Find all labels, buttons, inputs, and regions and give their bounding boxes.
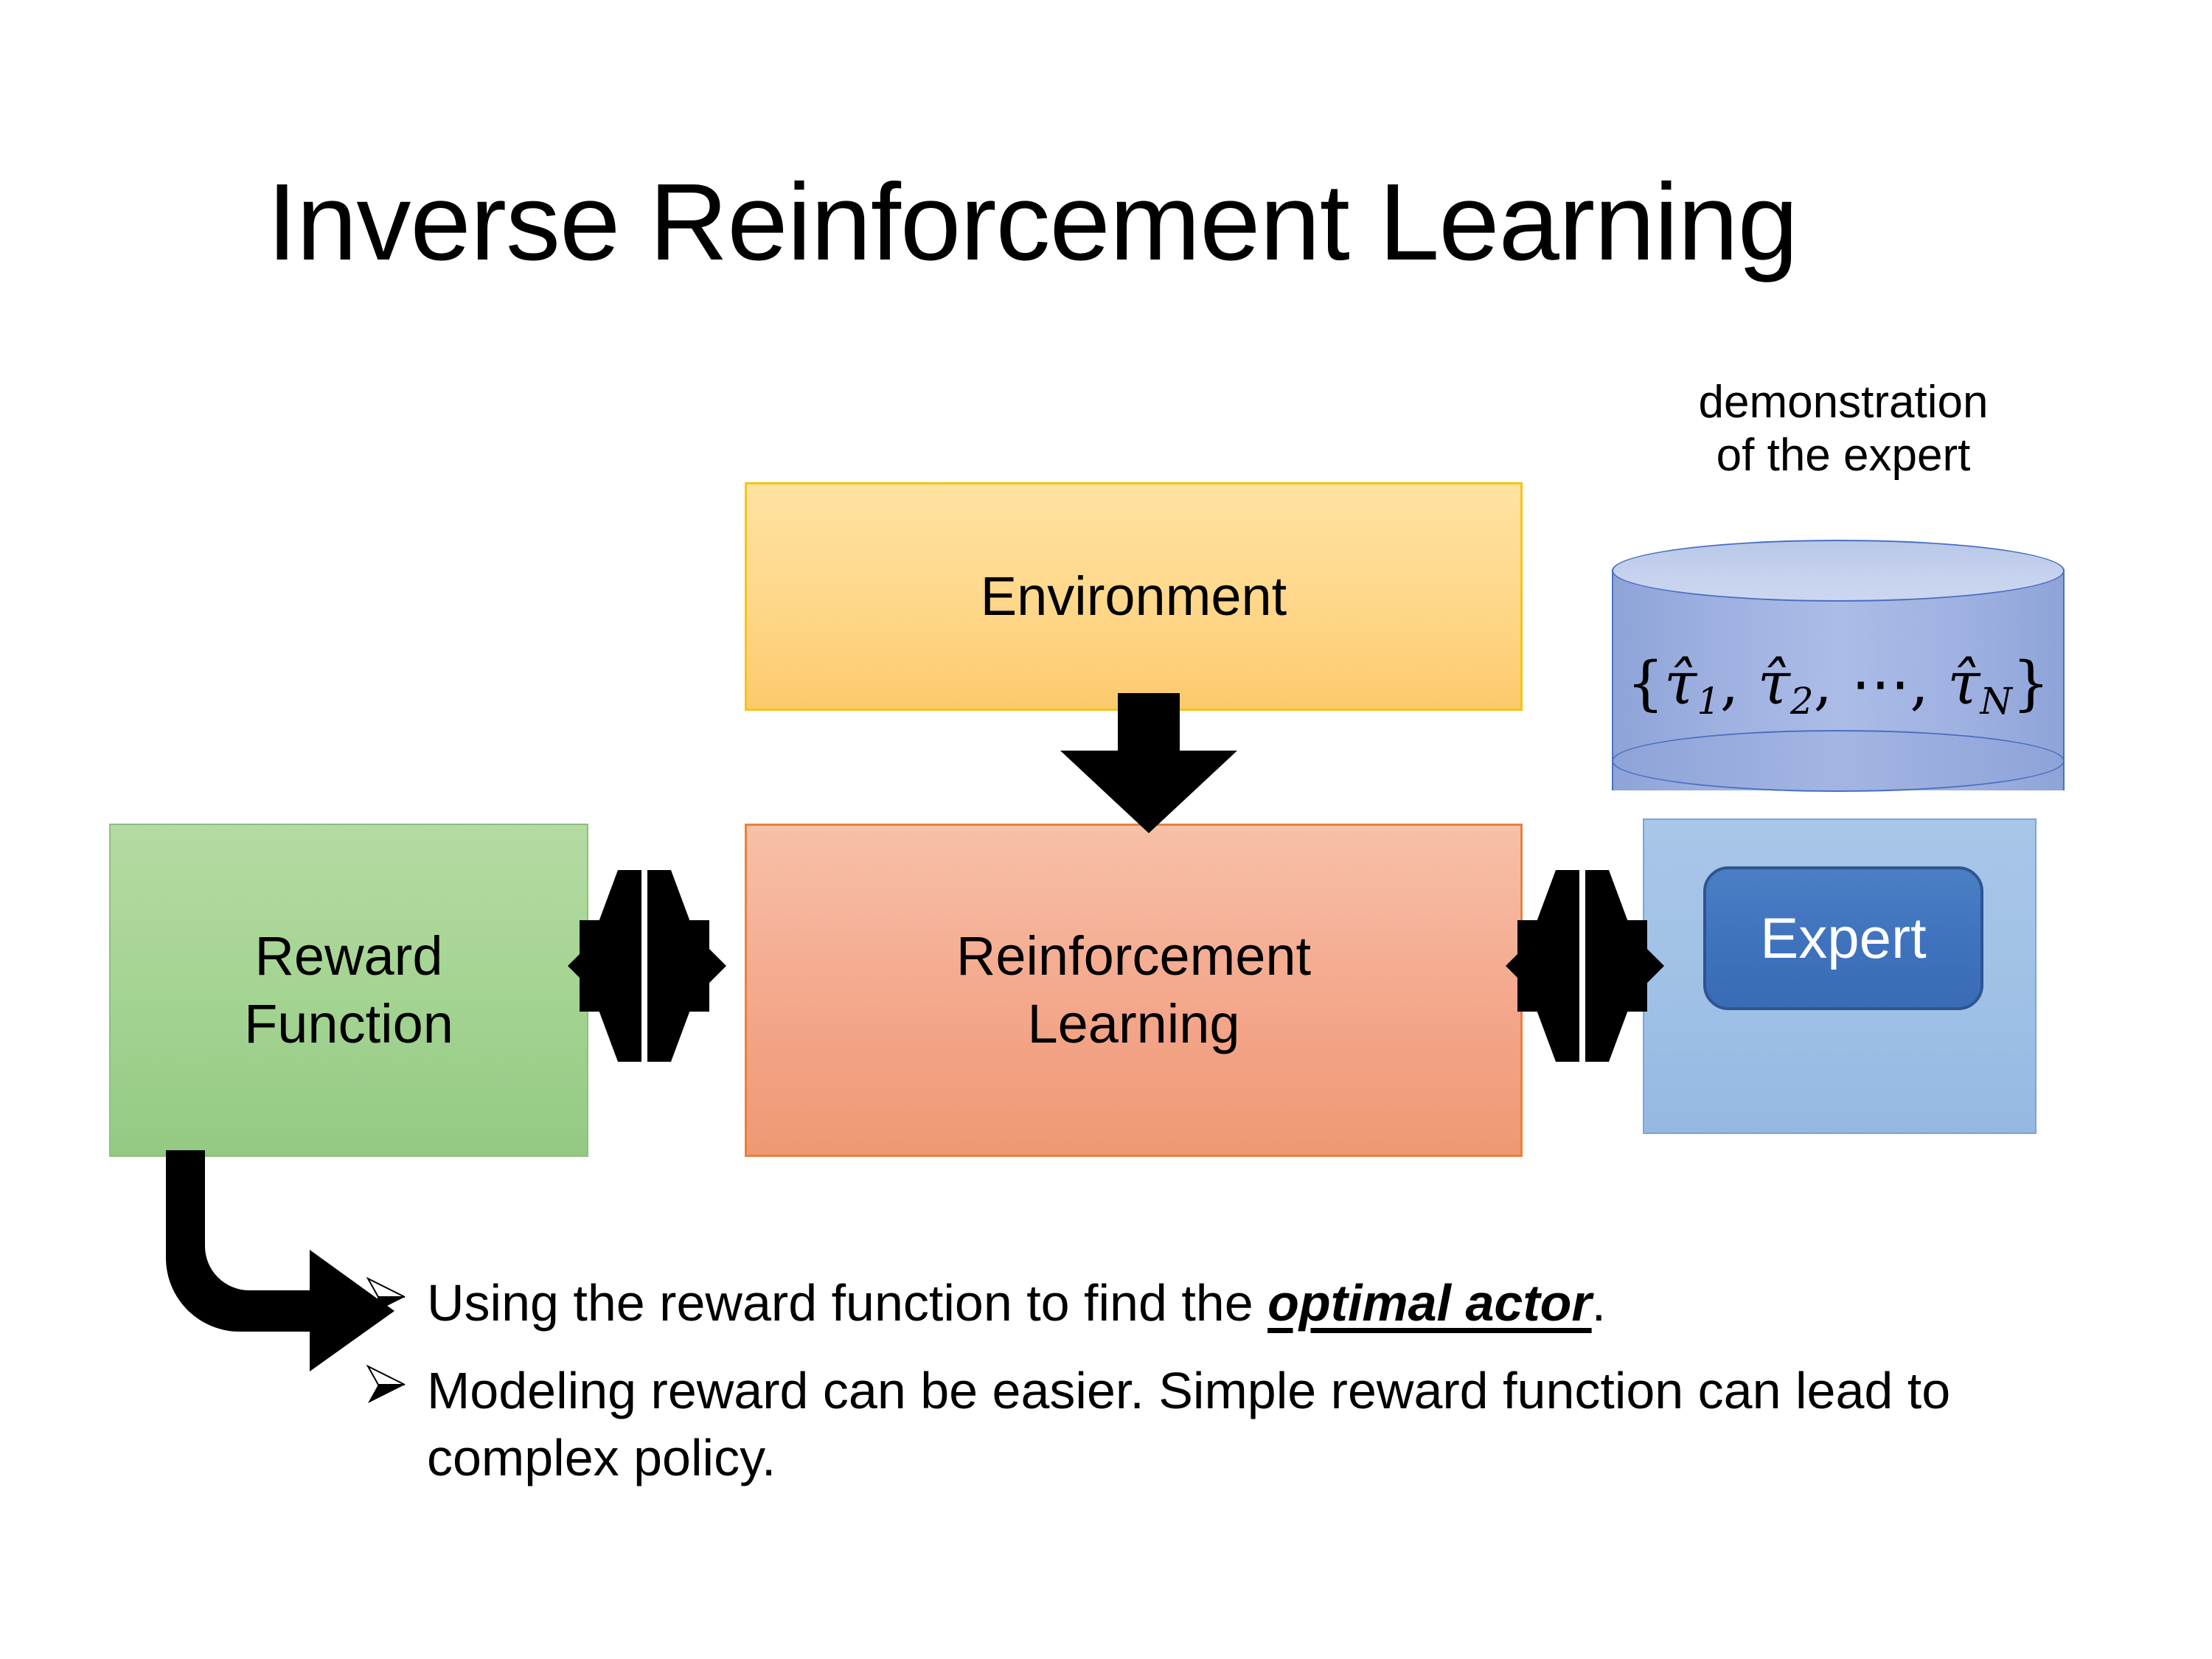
bullet-1-text: Using the reward function to find the op… xyxy=(427,1270,2083,1337)
demonstration-cylinder: {τ̂1, τ̂2, ⋯, τ̂N} xyxy=(1612,540,2065,820)
demonstration-caption-line2: of the expert xyxy=(1716,429,1971,481)
arrowhead-bullet-icon xyxy=(365,1357,427,1410)
bent-arrow-icon xyxy=(166,1150,394,1371)
tau-1-subscript: 1 xyxy=(1697,679,1720,723)
tau-2-subscript: 2 xyxy=(1790,679,1814,723)
comma-2: , xyxy=(1813,649,1851,717)
bidirectional-arrow-rl-expert-icon xyxy=(1506,870,1664,1062)
reward-label-line2: Function xyxy=(244,993,453,1054)
arrowhead-bullet-icon xyxy=(365,1270,427,1322)
expert-label: Expert xyxy=(1760,905,1927,970)
comma-3: , xyxy=(1910,649,1948,717)
demonstration-caption: demonstration of the expert xyxy=(1630,376,2057,482)
environment-label: Environment xyxy=(980,566,1287,627)
ellipsis: ⋯ xyxy=(1851,649,1910,717)
rl-label-line1: Reinforcement xyxy=(956,925,1312,987)
environment-node[interactable]: Environment xyxy=(745,482,1523,711)
rl-label-line2: Learning xyxy=(1027,993,1240,1054)
cylinder-top-ellipse xyxy=(1612,540,2065,602)
down-arrow-icon xyxy=(1060,693,1237,833)
bullet-1-text-before: Using the reward function to find the xyxy=(427,1274,1268,1332)
page-title: Inverse Reinforcement Learning xyxy=(266,161,1798,283)
trajectory-set-label: {τ̂1, τ̂2, ⋯, τ̂N} xyxy=(1612,649,2065,723)
open-brace: { xyxy=(1627,649,1665,717)
comma-1: , xyxy=(1719,649,1758,717)
expert-node[interactable]: Expert xyxy=(1703,866,1983,1010)
bullet-1-emphasis: optimal actor xyxy=(1267,1274,1592,1332)
bullet-2-text-before: Modeling reward can be easier. Simple re… xyxy=(427,1362,1951,1486)
bullet-1-text-after: . xyxy=(1591,1274,1607,1332)
bullet-2-text: Modeling reward can be easier. Simple re… xyxy=(427,1357,2083,1492)
tau-n-subscript: N xyxy=(1980,679,2012,723)
reward-label-line1: Reward xyxy=(254,925,443,987)
reinforcement-learning-node[interactable]: Reinforcement Learning xyxy=(745,824,1523,1157)
bidirectional-arrow-reward-rl-icon xyxy=(568,870,726,1062)
list-item: Using the reward function to find the op… xyxy=(365,1270,2083,1337)
list-item: Modeling reward can be easier. Simple re… xyxy=(365,1357,2083,1492)
bullet-list: Using the reward function to find the op… xyxy=(365,1270,2083,1512)
close-brace: } xyxy=(2011,649,2050,717)
demonstration-caption-line1: demonstration xyxy=(1698,377,1989,428)
reward-function-node[interactable]: Reward Function xyxy=(109,824,588,1157)
tau-n: τ̂ xyxy=(1947,649,1980,717)
tau-1: τ̂ xyxy=(1664,649,1697,717)
cylinder-bottom-ellipse xyxy=(1612,730,2065,792)
tau-2: τ̂ xyxy=(1757,649,1790,717)
